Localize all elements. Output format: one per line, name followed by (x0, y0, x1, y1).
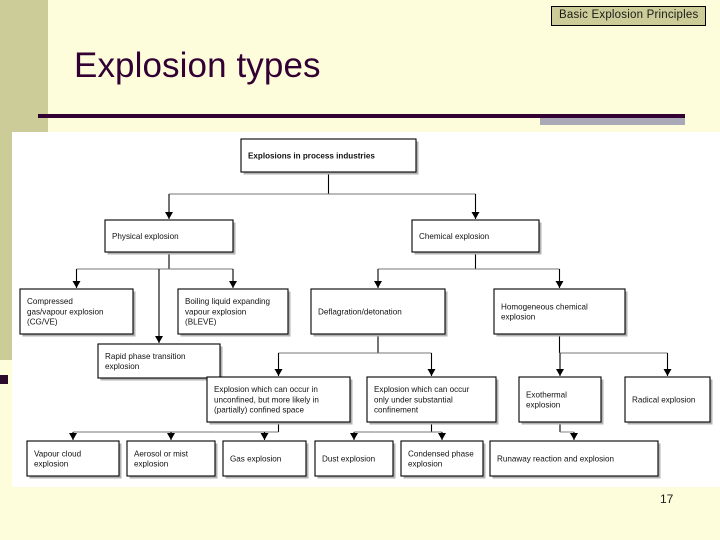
left-accent-stripe-upper (0, 0, 48, 132)
node-label-line: explosion (526, 401, 560, 410)
node-label-line: Explosion which can occur in (214, 385, 318, 394)
node-label-line: explosion (105, 362, 139, 371)
flowchart-nodes: Explosions in process industriesPhysical… (19, 138, 713, 479)
node-box (240, 138, 417, 173)
title-rule (38, 114, 685, 118)
node-label-line: Vapour cloud (34, 449, 81, 458)
node-box (518, 376, 602, 423)
node-label-line: Deflagration/detonation (318, 307, 402, 316)
node-label-line: Condensed phase (408, 449, 474, 458)
left-edge-marker (0, 375, 8, 384)
node-box (489, 440, 659, 477)
page-number: 17 (660, 492, 674, 506)
node-box (222, 440, 307, 477)
node-label-line: explosion (408, 460, 442, 469)
node-label-line: Explosion which can occur (374, 385, 470, 394)
node-label-line: Exothermal (526, 390, 567, 399)
node-label-line: gas/vapour explosion (27, 307, 104, 316)
flowchart-node-deflagration: Deflagration/detonation (310, 288, 448, 337)
node-label-line: (BLEVE) (185, 318, 217, 327)
flowchart-node-condensed-phase: Condensed phase explosion (400, 440, 486, 479)
flowchart-edges (69, 172, 672, 440)
flowchart-node-dust: Dust explosion (314, 440, 396, 479)
flowchart-node-chemical: Chemical explosion (411, 219, 542, 255)
node-box (400, 440, 484, 477)
page-title: Explosion types (74, 46, 321, 85)
node-label-line: Gas explosion (230, 454, 281, 463)
node-box (206, 376, 351, 423)
node-label-line: Chemical explosion (419, 232, 489, 241)
flowchart-node-unconfined: Explosion which can occur inunconfined, … (206, 376, 353, 425)
node-label-line: Physical explosion (112, 232, 179, 241)
node-label-line: explosion (501, 313, 535, 322)
node-label-line: Dust explosion (322, 454, 375, 463)
node-label-line: (CG/VE) (27, 318, 58, 327)
node-label-line: Radical explosion (632, 395, 695, 404)
flowchart-node-physical: Physical explosion (104, 219, 236, 255)
title-rule-accent (540, 118, 685, 125)
node-label-line: vapour explosion (185, 307, 246, 316)
node-box (104, 219, 234, 253)
node-box (97, 343, 221, 379)
node-label-line: Aerosol or mist (134, 449, 189, 458)
flowchart-node-gas: Gas explosion (222, 440, 309, 479)
node-label-line: explosion (134, 460, 168, 469)
flowchart-node-root: Explosions in process industries (240, 138, 419, 175)
node-label-line: explosion (34, 460, 68, 469)
left-accent-stripe-lower (0, 132, 12, 360)
node-box (366, 376, 497, 423)
flowchart-node-vapour-cloud: Vapour cloud explosion (26, 440, 122, 479)
node-label-line: Explosions in process industries (248, 151, 375, 160)
node-label-line: unconfined, but more likely in (214, 395, 319, 404)
explosion-types-flowchart: Explosions in process industriesPhysical… (19, 138, 713, 479)
node-label-line: Rapid phase transition (105, 352, 186, 361)
node-label-line: Boiling liquid expanding (185, 297, 270, 306)
node-box (624, 376, 711, 423)
node-box (310, 288, 446, 335)
flowchart-node-runaway: Runaway reaction and explosion (489, 440, 661, 479)
node-label-line: only under substantial (374, 395, 453, 404)
flowchart-node-radical: Radical explosion (624, 376, 713, 425)
flowchart-node-exothermal: Exothermal explosion (518, 376, 604, 425)
node-box (26, 440, 120, 477)
node-box (314, 440, 394, 477)
node-box (126, 440, 216, 477)
node-box (411, 219, 540, 253)
flowchart-node-homogeneous: Homogeneous chemical explosion (493, 288, 628, 337)
node-label-line: Compressed (27, 297, 73, 306)
node-label-line: Homogeneous chemical (501, 302, 588, 311)
flowchart-node-aerosol-mist: Aerosol or mist explosion (126, 440, 218, 479)
node-label-line: confinement (374, 406, 419, 415)
header-badge: Basic Explosion Principles (551, 6, 707, 26)
node-label-line: Runaway reaction and explosion (497, 454, 614, 463)
node-box (19, 288, 134, 335)
node-box (177, 288, 289, 335)
node-label-line: (partially) confined space (214, 406, 304, 415)
node-box (493, 288, 626, 335)
